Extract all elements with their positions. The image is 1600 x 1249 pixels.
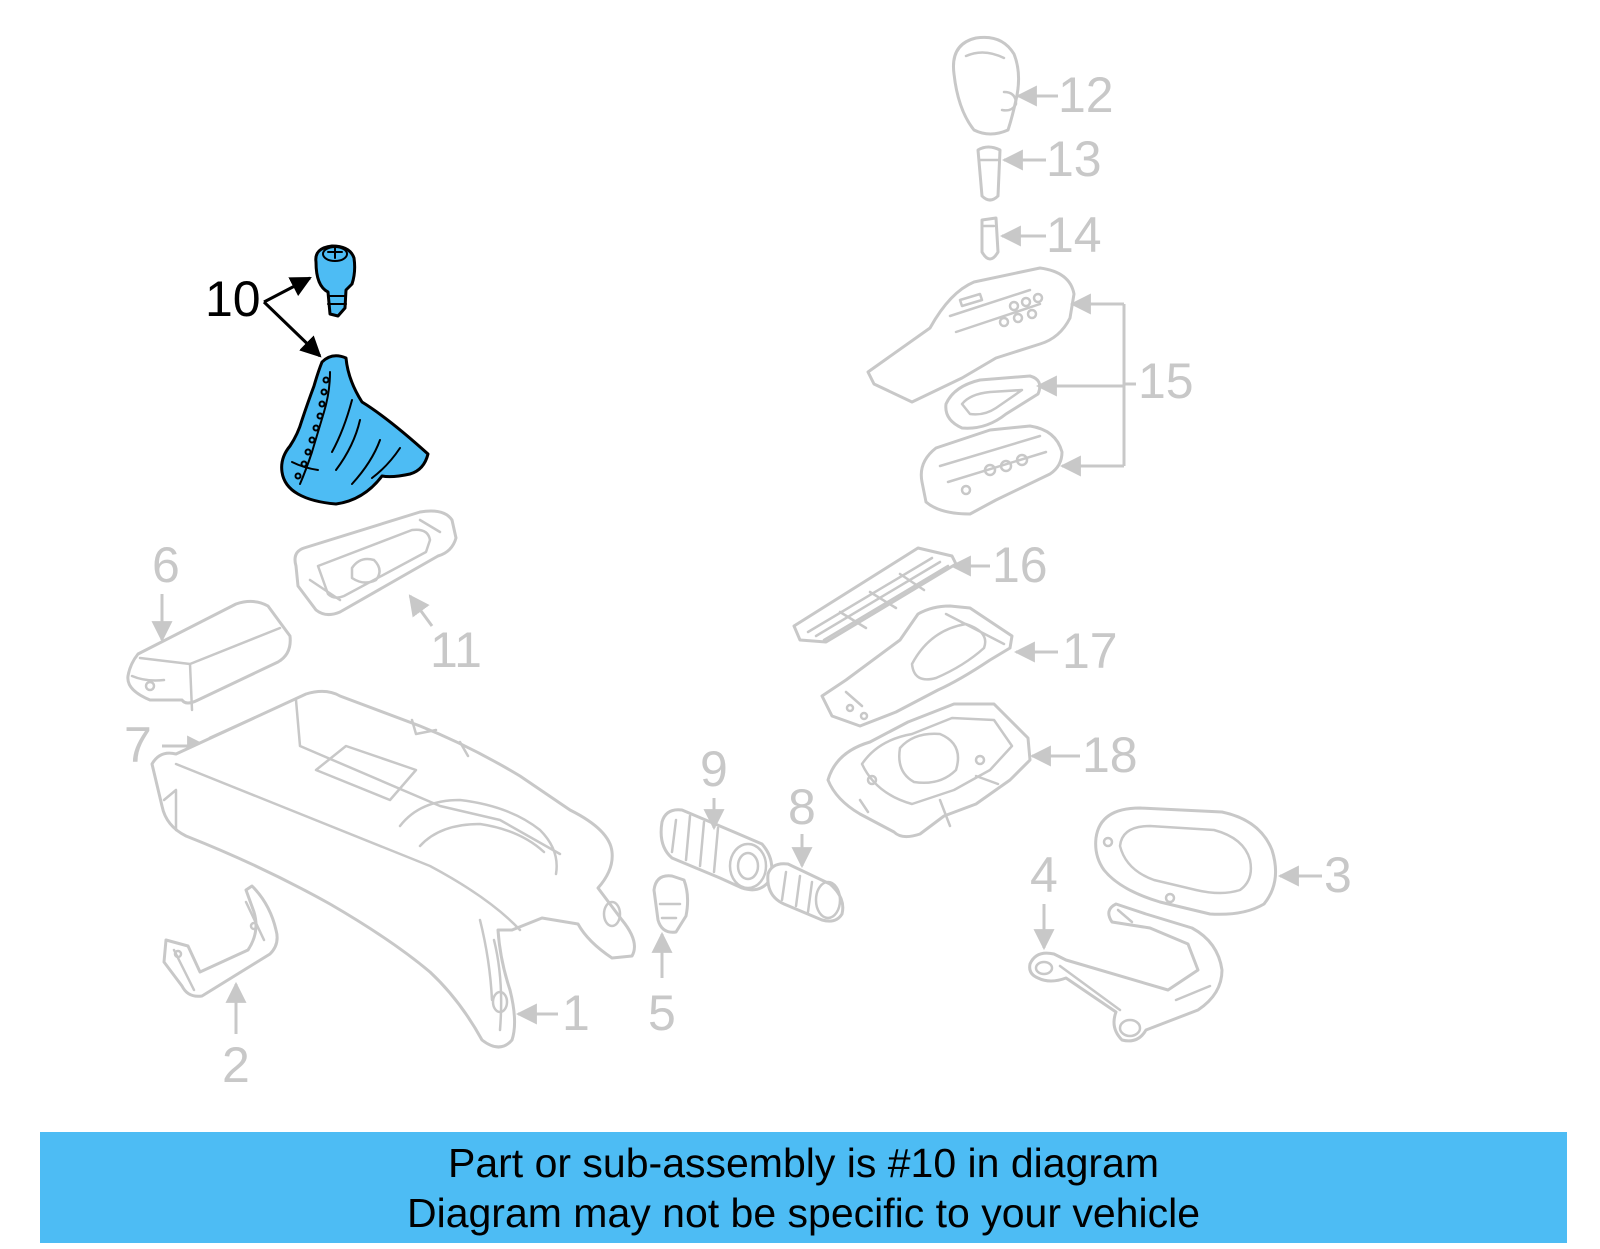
callout-3-label: 3 <box>1324 847 1352 903</box>
callout-8-label: 8 <box>788 779 816 835</box>
callout-16-label: 16 <box>992 537 1048 593</box>
callout-15[interactable]: 15 <box>1035 293 1194 477</box>
part-13-sleeve[interactable] <box>976 145 1002 202</box>
callout-2-label: 2 <box>222 1037 250 1093</box>
part-12-shift-knob[interactable] <box>951 35 1021 136</box>
callout-13[interactable]: 13 <box>1001 131 1102 187</box>
callout-1[interactable]: 1 <box>515 985 590 1041</box>
callout-5-label: 5 <box>648 985 676 1041</box>
part-3-trim-ring[interactable] <box>1094 806 1278 916</box>
callout-18[interactable]: 18 <box>1029 727 1138 783</box>
callout-4[interactable]: 4 <box>1030 847 1058 951</box>
callout-4-label: 4 <box>1030 847 1058 903</box>
callout-16[interactable]: 16 <box>949 537 1048 593</box>
banner-line-2: Diagram may not be specific to your vehi… <box>406 1189 1200 1236</box>
callout-12-label: 12 <box>1058 67 1114 123</box>
banner-line-1: Part or sub-assembly is #10 in diagram <box>448 1139 1159 1186</box>
callout-14[interactable]: 14 <box>999 207 1102 263</box>
callout-10-label: 10 <box>205 271 261 327</box>
callout-3[interactable]: 3 <box>1277 847 1352 903</box>
part-4-lever[interactable] <box>1028 902 1224 1043</box>
callout-11[interactable]: 11 <box>408 594 482 678</box>
part-8-lighter[interactable] <box>766 862 845 923</box>
part-11-shift-bezel[interactable] <box>293 509 458 617</box>
callout-17-label: 17 <box>1062 623 1118 679</box>
part-14-pin[interactable] <box>980 216 1000 261</box>
callout-18-label: 18 <box>1082 727 1138 783</box>
callout-7-label: 7 <box>124 717 152 773</box>
part-15-slide-plate[interactable] <box>919 424 1064 516</box>
part-5-clip[interactable] <box>652 874 690 934</box>
callout-13-label: 13 <box>1046 131 1102 187</box>
callout-2[interactable]: 2 <box>222 981 250 1093</box>
callout-15-label: 15 <box>1138 353 1194 409</box>
callout-6-label: 6 <box>152 537 180 593</box>
callout-12[interactable]: 12 <box>1015 67 1114 123</box>
part-15-indicator-panel[interactable] <box>866 266 1076 404</box>
callout-9-label: 9 <box>700 741 728 797</box>
parts-diagram: 10 11 6 7 <box>124 35 1352 1093</box>
part-10-shift-knob[interactable] <box>314 244 357 318</box>
part-6-lid[interactable] <box>126 599 292 712</box>
part-1-console[interactable] <box>150 689 636 1049</box>
callout-5[interactable]: 5 <box>648 931 676 1041</box>
part-15-gasket[interactable] <box>944 374 1042 430</box>
part-2-bracket[interactable] <box>162 884 279 998</box>
callout-10[interactable]: 10 <box>205 271 322 358</box>
part-17-trim[interactable] <box>820 604 1014 728</box>
part-10-shift-boot[interactable] <box>280 354 430 506</box>
part-18-shifter-base[interactable] <box>826 702 1032 839</box>
callout-9[interactable]: 9 <box>700 741 728 831</box>
callout-8[interactable]: 8 <box>788 779 816 869</box>
callout-7[interactable]: 7 <box>124 717 209 773</box>
callout-1-label: 1 <box>562 985 590 1041</box>
callout-6[interactable]: 6 <box>151 537 180 643</box>
info-banner: Part or sub-assembly is #10 in diagram D… <box>40 1132 1567 1243</box>
callout-14-label: 14 <box>1046 207 1102 263</box>
callout-11-label: 11 <box>430 622 482 678</box>
callout-17[interactable]: 17 <box>1013 623 1118 679</box>
